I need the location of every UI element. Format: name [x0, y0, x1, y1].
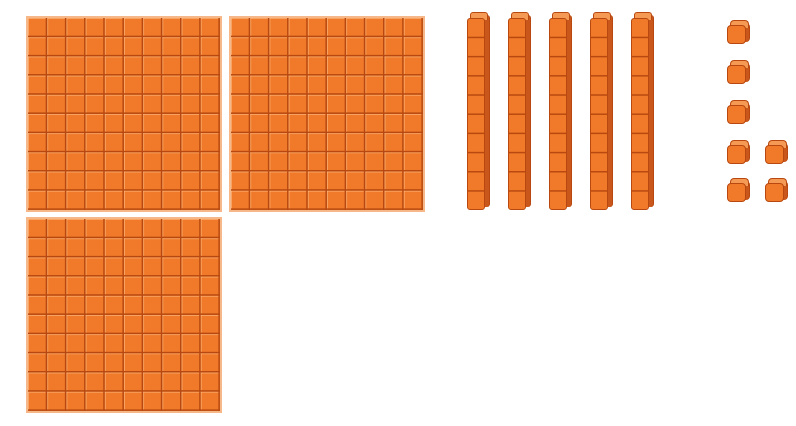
- unit-front-face: [765, 145, 784, 164]
- unit-cube-1: [727, 20, 753, 46]
- ten-rod-4: [590, 12, 614, 212]
- unit-cube-6: [765, 140, 791, 166]
- unit-cube-5: [727, 178, 753, 204]
- hundred-flat-3: [28, 219, 220, 411]
- rod-front-face: [467, 18, 485, 210]
- rod-front-face: [508, 18, 526, 210]
- hundred-flat-2: [231, 18, 423, 210]
- unit-front-face: [727, 105, 746, 124]
- unit-front-face: [765, 183, 784, 202]
- ten-rod-1: [467, 12, 491, 212]
- rod-front-face: [590, 18, 608, 210]
- unit-front-face: [727, 65, 746, 84]
- ten-rod-2: [508, 12, 532, 212]
- unit-cube-4: [727, 140, 753, 166]
- hundred-flat-1: [28, 18, 220, 210]
- unit-front-face: [727, 25, 746, 44]
- ten-rod-5: [631, 12, 655, 212]
- ten-rod-3: [549, 12, 573, 212]
- unit-cube-3: [727, 100, 753, 126]
- unit-cube-2: [727, 60, 753, 86]
- unit-front-face: [727, 145, 746, 164]
- rod-front-face: [549, 18, 567, 210]
- rod-front-face: [631, 18, 649, 210]
- unit-front-face: [727, 183, 746, 202]
- unit-cube-7: [765, 178, 791, 204]
